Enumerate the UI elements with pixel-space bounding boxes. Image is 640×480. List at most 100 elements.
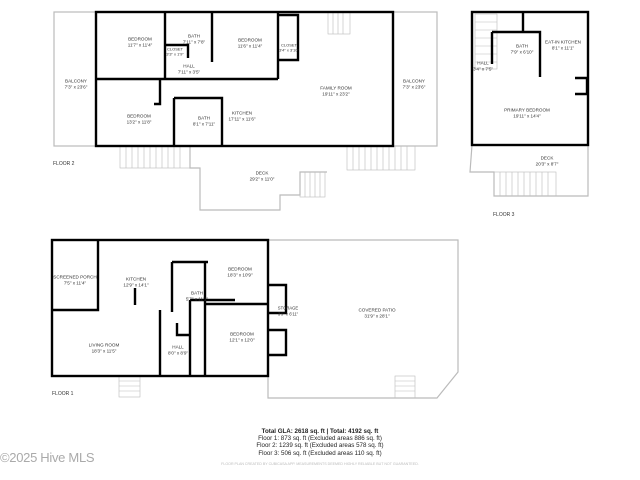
outdoor-outlines	[51, 11, 589, 399]
room-name: CLOSET	[280, 42, 297, 48]
stairs-f2-deck	[299, 171, 326, 198]
room-name: BALCONY	[65, 78, 87, 84]
watermark: ©2025 Hive MLS	[0, 450, 95, 465]
room-dims: 19'11" x 23'2"	[322, 91, 350, 96]
stairs-f3-inner	[474, 13, 498, 70]
room-dims: 13'2" x 11'8"	[126, 119, 152, 124]
room-dims: 8'1" x 7'11"	[192, 121, 216, 126]
room-name: BEDROOM	[228, 266, 252, 272]
room-name: LIVING ROOM	[88, 342, 120, 348]
patio-outline	[267, 239, 459, 399]
room-dims: 7'11" x 7'8"	[182, 39, 206, 44]
room-name: HALL	[183, 63, 195, 69]
area-summary: Total GLA: 2618 sq. ft | Total: 4192 sq.…	[190, 428, 450, 457]
room-name: BEDROOM	[238, 37, 262, 43]
room-name: CLOSET	[166, 46, 183, 52]
stairs-f2-top	[327, 11, 351, 35]
room-name: KITCHEN	[231, 110, 253, 116]
room-dims: 3'4" x 7'5"	[472, 66, 494, 71]
room-dims: 11'7" x 11'4"	[127, 42, 153, 47]
room-dims: 5'7" x 11'1"	[185, 296, 209, 301]
room-name: EAT-IN KITCHEN	[545, 39, 581, 45]
stairs-f1-front	[118, 375, 141, 398]
total-area: Total GLA: 2618 sq. ft | Total: 4192 sq.…	[261, 428, 379, 435]
room-dims: 29'2" x 11'0"	[249, 176, 275, 181]
room-name: SCREENED PORCH	[53, 274, 97, 280]
stairs-f2-left	[119, 145, 191, 169]
room-dims: 12'9" x 14'1"	[123, 282, 149, 287]
room-name: KITCHEN	[125, 276, 147, 282]
floor-area-line: Floor 3: 506 sq. ft (Excluded areas 110 …	[258, 449, 382, 457]
room-name: BATH	[516, 43, 528, 49]
room-name: BEDROOM	[128, 36, 152, 42]
room-dims: 3'9" x 6'11"	[277, 311, 299, 316]
room-name: DECK	[255, 170, 269, 176]
room-name: BEDROOM	[127, 113, 151, 119]
floor-area-line: Floor 1: 873 sq. ft (Excluded areas 886 …	[258, 435, 382, 443]
stairs-f1-patio	[394, 375, 416, 399]
room-dims: 7'3" x 23'6"	[64, 84, 88, 89]
floor-2-label: FLOOR 2	[53, 161, 75, 167]
room-dims: 8'1" x 11'1"	[551, 45, 575, 50]
room-dims: 20'3" x 8'7"	[535, 161, 559, 166]
room-dims: 19'11" x 14'4"	[513, 113, 541, 118]
floor-3-label: FLOOR 3	[493, 212, 515, 218]
room-name: FAMILY ROOM	[320, 85, 352, 91]
room-dims: 3'3" x 1'9"	[166, 51, 184, 56]
walls	[50, 10, 590, 378]
room-dims: 3'4" x 3'10"	[279, 47, 299, 52]
deck-f3-outline	[469, 144, 589, 197]
stairs-f2-right	[346, 145, 416, 171]
room-name: BALCONY	[403, 78, 425, 84]
room-name: BATH	[188, 33, 200, 39]
room-dims: 7'3" x 23'6"	[402, 84, 426, 89]
room-name: STORAGE	[277, 305, 299, 311]
room-dims: 8'0" x 8'9"	[167, 350, 189, 355]
room-dims: 7'11" x 3'5"	[177, 69, 201, 74]
room-name: BEDROOM	[230, 331, 254, 337]
room-name: HALL	[477, 60, 489, 66]
floor-1-label: FLOOR 1	[52, 391, 74, 397]
room-name: PRIMARY BEDROOM	[504, 107, 550, 113]
room-dims: 18'3" x 11'5"	[91, 348, 117, 353]
floor-area-line: Floor 2: 1239 sq. ft (Excluded areas 578…	[256, 442, 384, 450]
room-dims: 12'1" x 12'0"	[229, 337, 255, 342]
room-dims: 7'5" x 11'4"	[63, 280, 87, 285]
room-name: BATH	[191, 290, 203, 296]
room-name: HALL	[172, 344, 184, 350]
disclaimer: FLOOR PLAN CREATED BY CUBICASA APP. MEAS…	[221, 462, 419, 466]
room-dims: 11'6" x 11'4"	[237, 43, 263, 48]
room-name: BATH	[198, 115, 210, 121]
room-dims: 7'9" x 6'10"	[510, 49, 534, 54]
room-dims: 31'9" x 28'1"	[364, 313, 390, 318]
room-name: DECK	[540, 155, 554, 161]
room-dims: 18'3" x 10'9"	[227, 272, 253, 277]
